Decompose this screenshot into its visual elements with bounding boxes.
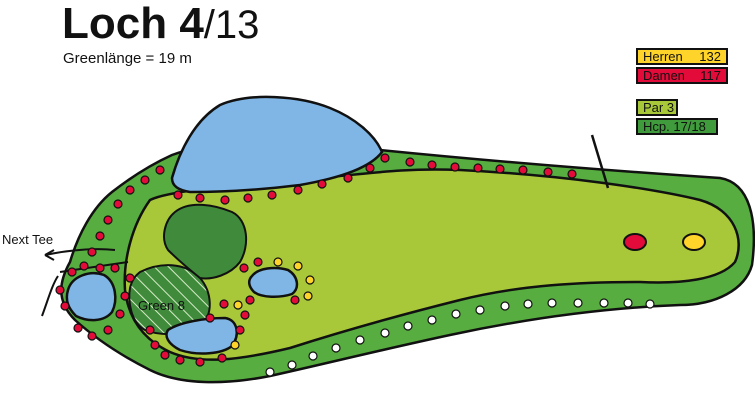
tee-marker-damen bbox=[623, 233, 647, 251]
par-label: Par 3 bbox=[643, 100, 675, 115]
hazard-markers-yellow bbox=[230, 257, 315, 350]
tee-damen-value: 117 bbox=[700, 68, 721, 83]
tee-marker-herren bbox=[682, 233, 706, 251]
boundary-line bbox=[590, 134, 610, 189]
small-pond-right bbox=[248, 266, 299, 298]
hcp-badge: Hcp. 17/18 bbox=[636, 118, 718, 135]
hole-title: Loch 4/13 bbox=[62, 2, 259, 46]
fairway-area bbox=[123, 168, 740, 361]
green-8-label: Green 8 bbox=[138, 298, 185, 313]
next-tee-arrow bbox=[41, 248, 129, 317]
hole-title-rest: /13 bbox=[203, 3, 260, 47]
hole-title-bold: Loch 4 bbox=[62, 0, 204, 48]
hazard-markers-red bbox=[55, 153, 577, 367]
tee-herren-value: 132 bbox=[699, 49, 721, 64]
tee-damen-label: Damen bbox=[643, 68, 685, 83]
boundary-markers-white bbox=[265, 298, 655, 377]
green-length: Greenlänge = 19 m bbox=[63, 50, 192, 67]
main-pond bbox=[170, 95, 384, 194]
tee-herren-label: Herren bbox=[643, 49, 683, 64]
tee-damen-badge: Damen 117 bbox=[636, 67, 728, 84]
tee-herren-badge: Herren 132 bbox=[636, 48, 728, 65]
tree-cluster bbox=[163, 203, 248, 280]
next-tee-label: Next Tee bbox=[2, 232, 53, 247]
hcp-label: Hcp. 17/18 bbox=[643, 119, 706, 134]
par-badge: Par 3 bbox=[636, 99, 678, 116]
small-pond-left bbox=[65, 272, 117, 322]
